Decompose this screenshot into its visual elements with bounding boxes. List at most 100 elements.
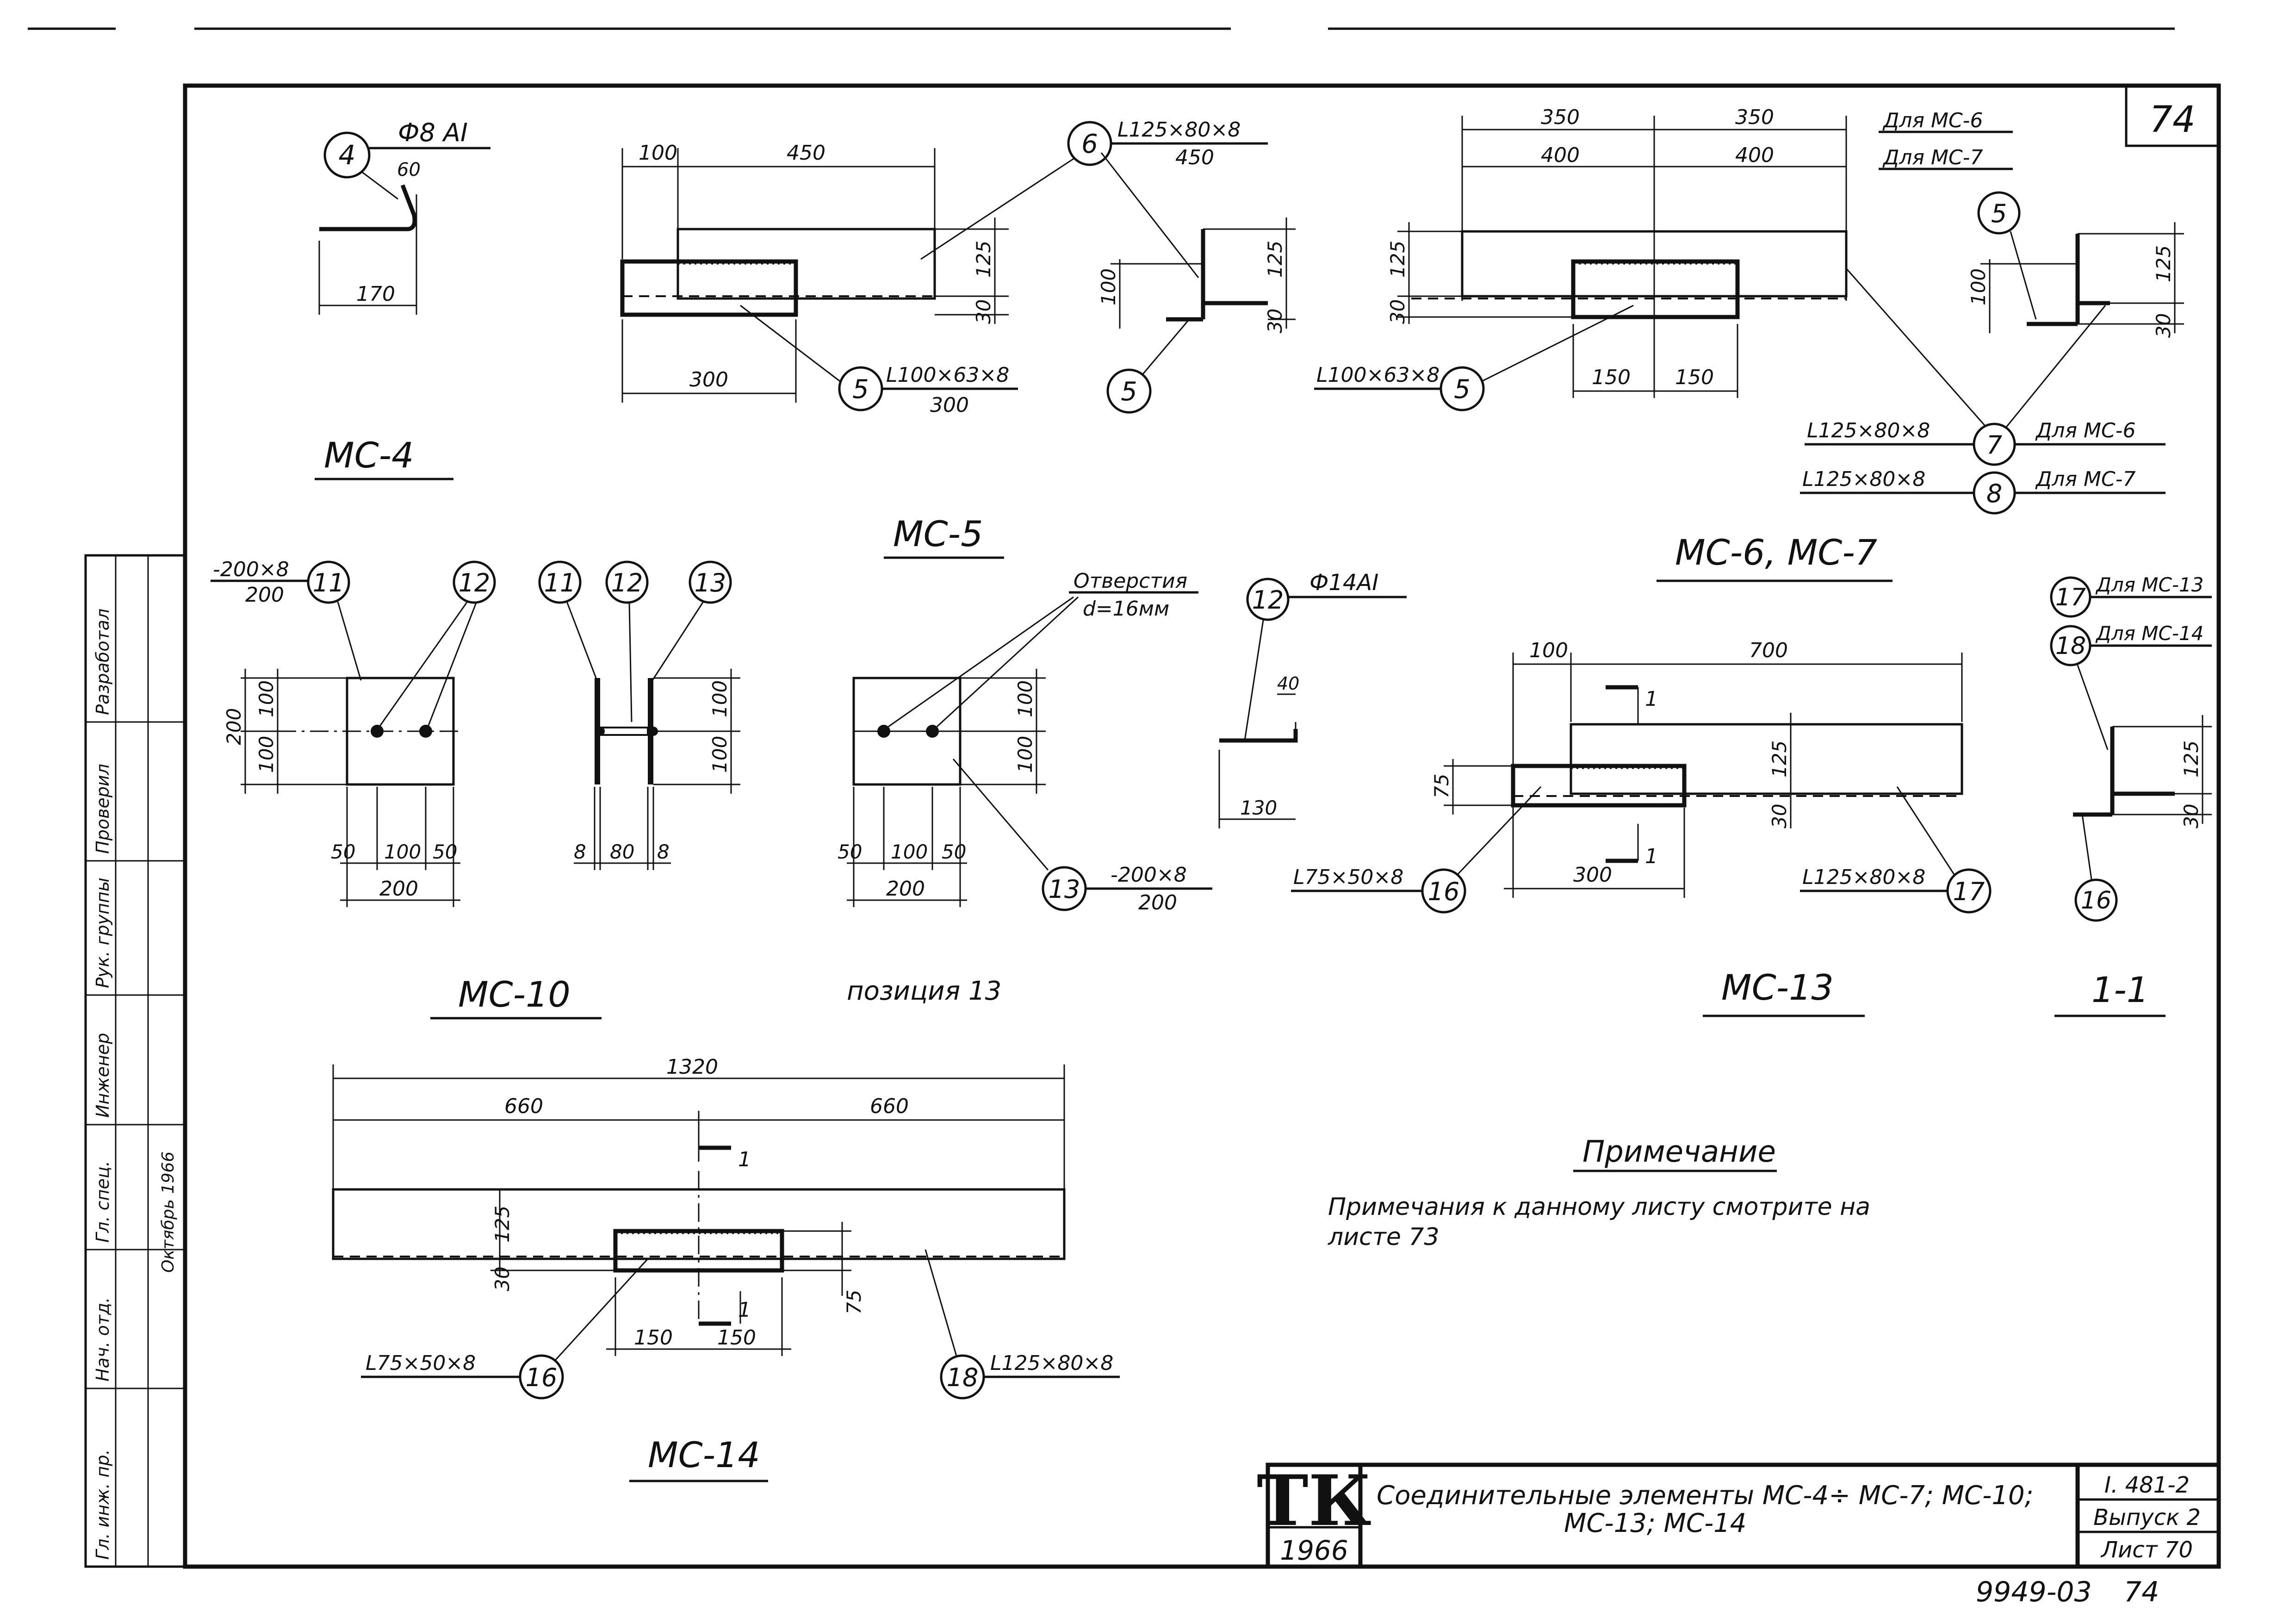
sheet-number-box (2125, 84, 2220, 147)
svg-text:L75×50×8: L75×50×8 (366, 1351, 476, 1375)
mc4-bar-detail: 4 Ф8 АI 60 170 (318, 118, 490, 315)
section-1-1-title: 1-1 (2091, 969, 2149, 1010)
svg-text:400: 400 (1735, 143, 1774, 167)
svg-text:150: 150 (717, 1326, 756, 1350)
mc14-elevation: 1320 660 660 1 125 30 75 1 150 150 16 L7… (332, 1055, 1120, 1400)
svg-text:40: 40 (1277, 673, 1299, 694)
svg-text:17: 17 (2055, 584, 2086, 611)
title-block: ТК 1966 Соединительные элементы МС-4÷ МС… (1257, 1460, 2221, 1569)
svg-text:Для МС-7: Для МС-7 (1882, 146, 1983, 169)
stamp-role-7: Разработал (93, 609, 113, 715)
svg-text:5: 5 (1121, 377, 1137, 407)
svg-text:-200×8: -200×8 (213, 558, 289, 581)
svg-text:4: 4 (339, 139, 356, 171)
svg-text:1: 1 (1645, 687, 1658, 711)
svg-text:150: 150 (634, 1326, 673, 1350)
bar12-detail: 12 Ф14АI 40 130 (1218, 570, 1407, 828)
svg-text:450: 450 (787, 141, 825, 165)
stamp-date: Октябрь 1966 (159, 1151, 178, 1273)
svg-text:1: 1 (738, 1298, 751, 1322)
title-line-2: МС-13; МС-14 (1564, 1508, 1746, 1538)
svg-text:L75×50×8: L75×50×8 (1293, 865, 1403, 889)
svg-text:18: 18 (947, 1363, 979, 1392)
stamp-code: 9949-03 (1976, 1576, 2092, 1608)
note-heading: Примечание (1582, 1135, 1776, 1169)
svg-text:450: 450 (1175, 146, 1214, 169)
side-stamp: Гл. инж. пр. Нач. отд. Гл. спец. Инженер… (84, 554, 186, 1568)
svg-text:12: 12 (1252, 585, 1284, 615)
svg-text:100: 100 (255, 736, 278, 773)
svg-text:300: 300 (1573, 863, 1612, 887)
svg-text:50: 50 (942, 840, 966, 863)
mc13-title: МС-13 (1721, 967, 1834, 1008)
svg-text:170: 170 (356, 282, 395, 306)
svg-text:16: 16 (526, 1363, 558, 1392)
svg-text:50: 50 (331, 840, 355, 863)
svg-text:L125×80×8: L125×80×8 (1117, 118, 1241, 142)
svg-text:5: 5 (1991, 199, 2007, 228)
svg-text:200: 200 (245, 583, 284, 607)
stamp-role-2: Нач. отд. (93, 1297, 113, 1381)
issue-number: Выпуск 2 (2093, 1505, 2201, 1531)
sheet-number-top: 74 (2149, 99, 2195, 141)
svg-text:16: 16 (2081, 887, 2111, 915)
svg-text:125: 125 (491, 1206, 514, 1243)
svg-text:150: 150 (1675, 366, 1714, 389)
pos13-title: позиция 13 (847, 976, 1001, 1006)
svg-text:30: 30 (491, 1267, 514, 1291)
svg-text:L125×80×8: L125×80×8 (1802, 865, 1925, 889)
svg-text:100: 100 (639, 141, 677, 165)
mc4-title: МС-4 (324, 435, 414, 476)
svg-text:60: 60 (397, 159, 421, 180)
mc13-elevation: 100 700 1 75 125 30 1 300 16 L75×50×8 17… (1291, 639, 1992, 914)
svg-text:100: 100 (255, 680, 278, 717)
svg-text:Для МС-6: Для МС-6 (2035, 419, 2136, 442)
mc67-title: МС-6, МС-7 (1675, 532, 1877, 573)
svg-text:8: 8 (1986, 479, 2002, 508)
svg-text:125: 125 (1386, 241, 1409, 278)
svg-text:Для МС-13: Для МС-13 (2095, 573, 2203, 596)
svg-text:400: 400 (1541, 143, 1580, 167)
section-1-1: 17 Для МС-13 18 Для МС-14 125 30 16 (2050, 573, 2212, 922)
svg-text:30: 30 (1768, 804, 1791, 828)
svg-text:30: 30 (2152, 313, 2175, 338)
svg-text:Ф14АI: Ф14АI (1309, 570, 1378, 596)
svg-text:300: 300 (930, 393, 969, 417)
svg-text:100: 100 (1014, 736, 1036, 773)
svg-text:75: 75 (843, 1290, 865, 1314)
note-block: Примечание Примечания к данному листу см… (1328, 1135, 1870, 1251)
mc10-title: МС-10 (458, 974, 571, 1015)
svg-text:125: 125 (2152, 245, 2175, 282)
note-line-2: листе 73 (1328, 1223, 1440, 1251)
svg-text:100: 100 (708, 680, 731, 717)
svg-text:11: 11 (313, 568, 345, 597)
svg-text:130: 130 (1240, 796, 1277, 819)
note-line-1: Примечания к данному листу смотрите на (1328, 1193, 1870, 1221)
svg-text:8: 8 (657, 840, 670, 863)
svg-text:200: 200 (886, 877, 925, 901)
svg-text:7: 7 (1986, 430, 2002, 460)
svg-text:17: 17 (1953, 877, 1985, 906)
svg-text:Ф8 АI: Ф8 АI (398, 118, 468, 147)
svg-text:12: 12 (459, 568, 490, 597)
svg-text:13: 13 (1049, 875, 1080, 904)
sheet-label: Лист 70 (2100, 1537, 2193, 1563)
svg-text:30: 30 (2180, 804, 2203, 828)
svg-text:11: 11 (544, 568, 576, 597)
svg-text:30: 30 (1386, 299, 1409, 324)
mc10-side: 11 12 13 100 100 8 80 8 (538, 560, 740, 870)
svg-text:16: 16 (1428, 877, 1460, 906)
svg-text:6: 6 (1081, 129, 1098, 159)
svg-text:50: 50 (433, 840, 457, 863)
svg-text:100: 100 (1097, 268, 1120, 305)
svg-text:350: 350 (1735, 106, 1774, 129)
mc10-plan: -200×8 200 11 12 200 100 100 50 100 50 2… (211, 558, 496, 907)
svg-text:L125×80×8: L125×80×8 (990, 1351, 1113, 1375)
svg-text:5: 5 (852, 374, 869, 404)
svg-text:660: 660 (504, 1095, 543, 1118)
svg-text:200: 200 (379, 877, 418, 901)
svg-text:700: 700 (1749, 639, 1788, 662)
mc4-section: 100 125 30 5 (1097, 152, 1296, 414)
svg-text:80: 80 (610, 840, 634, 863)
